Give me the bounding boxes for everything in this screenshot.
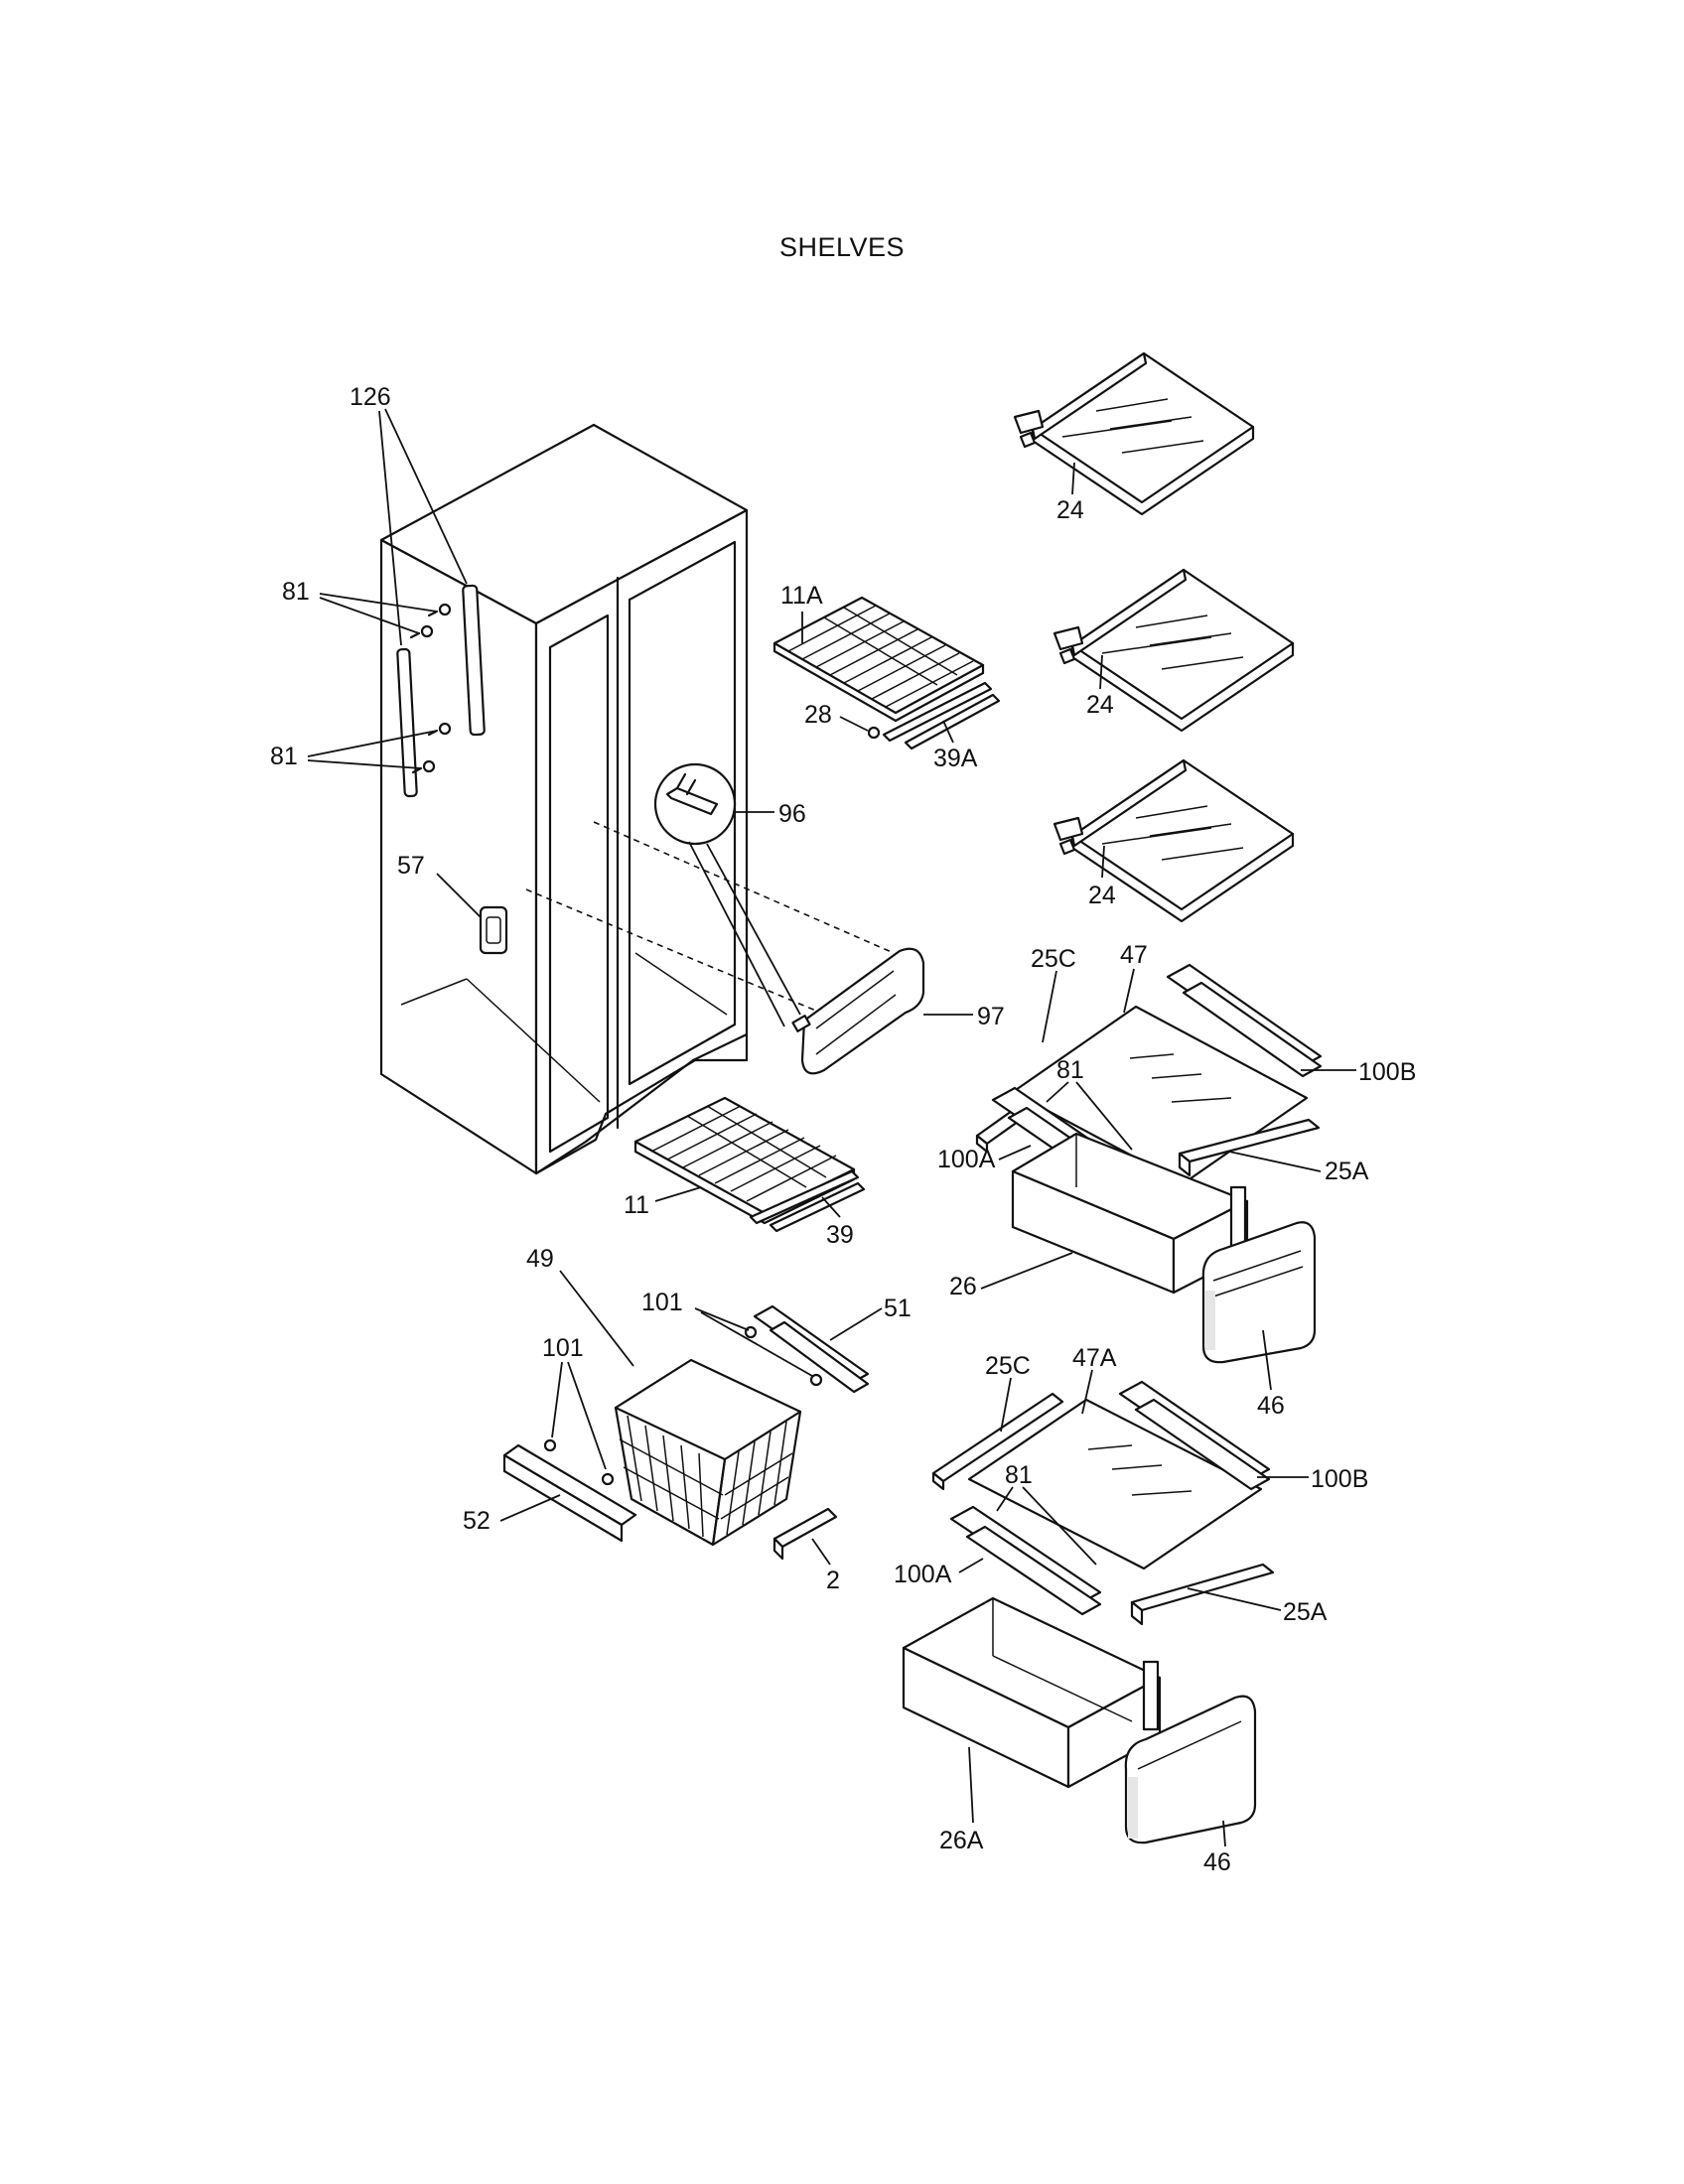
- label-81: 81: [270, 743, 298, 770]
- label-96: 96: [778, 800, 806, 828]
- glass-shelf-24: [1013, 351, 1255, 516]
- trim-25A: [1178, 1118, 1321, 1177]
- label-25C: 25C: [985, 1352, 1031, 1380]
- page-title: SHELVES: [778, 232, 906, 262]
- label-39A: 39A: [933, 745, 978, 772]
- label-97: 97: [977, 1003, 1005, 1030]
- label-101: 101: [641, 1289, 683, 1316]
- wire-shelf-11A: [772, 596, 985, 723]
- label-26A: 26A: [939, 1827, 984, 1854]
- label-46: 46: [1203, 1848, 1231, 1876]
- slide-100A: [949, 1505, 1102, 1616]
- alignment-line: [525, 888, 855, 1027]
- wire-basket-49: [614, 1358, 802, 1547]
- rail-39: [749, 1169, 866, 1233]
- label-100B: 100B: [1358, 1058, 1416, 1086]
- label-100A: 100A: [937, 1146, 996, 1173]
- crisper-drawer-26A: [902, 1596, 1162, 1789]
- crisper-front-46: [1201, 1221, 1317, 1364]
- label-57: 57: [397, 852, 425, 880]
- crisper-drawer-26: [1011, 1132, 1249, 1295]
- label-51: 51: [884, 1295, 912, 1322]
- label-2: 2: [826, 1567, 840, 1594]
- glass-cover-47A: [967, 1398, 1263, 1570]
- label-81: 81: [1005, 1461, 1033, 1489]
- clip-28: [867, 726, 881, 740]
- rail-52: [502, 1443, 637, 1543]
- label-25A: 25A: [1283, 1598, 1328, 1626]
- label-52: 52: [463, 1507, 491, 1535]
- label-11: 11: [624, 1191, 649, 1219]
- label-46: 46: [1257, 1392, 1285, 1420]
- label-25A: 25A: [1325, 1158, 1369, 1185]
- label-100B: 100B: [1311, 1465, 1368, 1493]
- rail-2: [772, 1507, 838, 1561]
- label-24: 24: [1086, 691, 1114, 719]
- shelf-bracket-97: [791, 947, 925, 1075]
- part-labels: 126 81 81 57 96 97 11A 28 39A 24 24 24 2…: [270, 383, 1416, 1876]
- label-126: 126: [350, 383, 391, 411]
- label-100A: 100A: [894, 1561, 952, 1588]
- refrigerator-cabinet: [379, 423, 749, 1175]
- crisper-front-46: [1124, 1695, 1257, 1844]
- label-49: 49: [526, 1245, 554, 1273]
- trim-25A: [1130, 1563, 1275, 1626]
- label-81: 81: [282, 578, 310, 606]
- label-25C: 25C: [1031, 945, 1076, 973]
- leader-lines: [307, 408, 1356, 1847]
- door-trim-126: [396, 584, 486, 798]
- rail-39A: [882, 681, 1001, 751]
- screw-101: [543, 1325, 823, 1486]
- trim-25C: [931, 1392, 1064, 1491]
- wire-shelf-11: [633, 1096, 856, 1225]
- label-24: 24: [1088, 882, 1116, 909]
- cam-57: [479, 905, 508, 955]
- label-24: 24: [1056, 496, 1084, 524]
- slide-100B: [1166, 963, 1323, 1078]
- stud-96: [653, 762, 801, 1027]
- slide-100B: [1118, 1380, 1271, 1491]
- rail-51: [753, 1304, 870, 1394]
- label-26: 26: [949, 1273, 977, 1300]
- label-81: 81: [1056, 1056, 1084, 1084]
- label-11A: 11A: [780, 582, 823, 610]
- label-39: 39: [826, 1221, 854, 1249]
- label-47A: 47A: [1072, 1344, 1117, 1372]
- label-101: 101: [542, 1334, 584, 1362]
- label-28: 28: [804, 701, 832, 729]
- label-47: 47: [1120, 941, 1148, 969]
